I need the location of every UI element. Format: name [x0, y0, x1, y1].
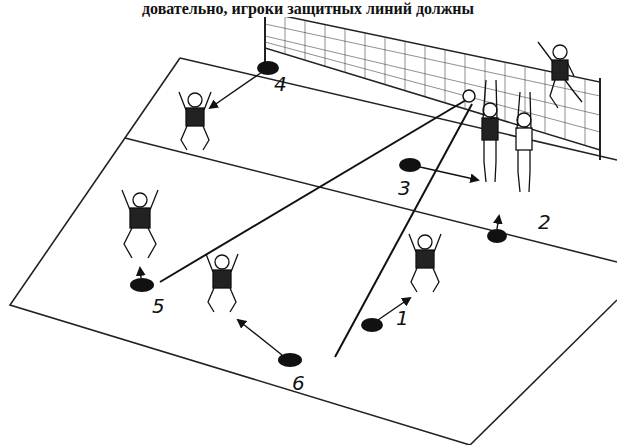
- players: [122, 42, 582, 312]
- ball: [463, 90, 475, 102]
- callout-number: 2: [538, 212, 551, 232]
- callout-number: 6: [292, 373, 305, 393]
- heading-text: довательно, игроки защитных линий должны: [140, 1, 476, 17]
- callout-number: 5: [152, 296, 165, 316]
- movement-arrows: [140, 72, 499, 355]
- net: [265, 10, 600, 160]
- position-markers: [130, 61, 507, 367]
- court-lines: [10, 58, 617, 445]
- ball-trajectories: [160, 100, 472, 357]
- callout-number: 3: [398, 178, 411, 198]
- callout-number: 4: [274, 74, 287, 94]
- callout-number: 1: [396, 308, 409, 328]
